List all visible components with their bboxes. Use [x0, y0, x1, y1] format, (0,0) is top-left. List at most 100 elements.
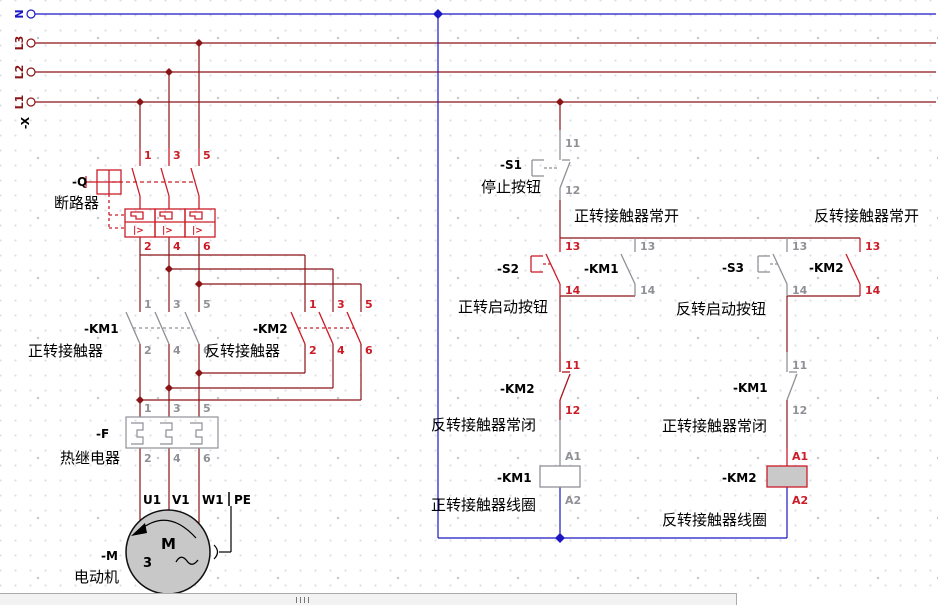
km2-nc-contact[interactable]: [559, 352, 571, 420]
contact-blade: [545, 253, 561, 285]
circuit-breaker-q[interactable]: [85, 148, 216, 238]
pushbutton-actuator-icon: [531, 159, 557, 177]
terminal-v1: V1: [172, 493, 190, 507]
km2-coil-texts: A1 A2 -KM2 反转接触器线圈: [662, 450, 808, 529]
terminal-number: 4: [173, 452, 181, 465]
terminal-number: 12: [565, 184, 580, 197]
motor-m[interactable]: M 3: [125, 492, 232, 593]
contact-blade: [154, 311, 170, 345]
km2-nc-texts: 11 12 -KM2 反转接触器常闭: [431, 359, 580, 434]
motor-letter: M: [161, 535, 176, 553]
terminal-number: 12: [565, 404, 580, 417]
ac-sine-icon: [175, 556, 199, 565]
km1-main-contacts[interactable]: [125, 311, 200, 345]
terminal-number: 5: [365, 298, 373, 311]
coil-caption: 正转接触器线圈: [431, 496, 536, 514]
terminal-number: 1: [144, 298, 152, 311]
device-name: 正转接触器: [28, 342, 103, 360]
terminal-number: 11: [565, 137, 580, 150]
km1-no-texts: 13 14 -KM1: [584, 240, 656, 297]
terminal-number: 14: [565, 284, 581, 297]
contact-blade: [559, 373, 571, 401]
coil-caption: 反转接触器线圈: [662, 511, 767, 529]
km1-no-caption: 正转接触器常开: [574, 207, 679, 225]
km2-no-contact[interactable]: [845, 238, 861, 296]
km1-nc-contact[interactable]: [786, 352, 798, 401]
contact-blade: [559, 161, 571, 189]
trip-symbol: |>: [133, 226, 144, 236]
km1-main-texts: 1 3 5 2 4 6 -KM1 正转接触器: [28, 298, 211, 360]
km1-coil[interactable]: [539, 420, 581, 488]
thermal-relay-f[interactable]: [125, 416, 219, 449]
terminal-number: 2: [144, 240, 152, 253]
fwd-start-button-s2[interactable]: [530, 238, 561, 296]
km1-no-contact[interactable]: [620, 238, 636, 296]
terminal-number: 6: [203, 344, 211, 357]
terminal-number: 5: [203, 402, 211, 415]
km2-coil[interactable]: [766, 448, 808, 488]
junction-dots: [136, 9, 565, 543]
rail-labels: N L3 L2 L1 -X: [13, 9, 32, 129]
terminal-number: 6: [203, 240, 211, 253]
device-ref: -KM1: [84, 322, 119, 336]
rail-terminal-l3[interactable]: [26, 38, 36, 48]
terminal-number: 3: [173, 149, 181, 162]
terminal-strip-label: -X: [19, 116, 32, 129]
terminal-w1: W1: [202, 493, 224, 507]
stop-button-s1[interactable]: [531, 130, 571, 200]
km1-nc-texts: 11 12 -KM1 正转接触器常闭: [662, 359, 807, 435]
device-name: 电动机: [74, 568, 119, 586]
device-ref: -F: [96, 427, 109, 441]
contact-caption: 反转接触器常闭: [431, 416, 536, 434]
terminal-number: 5: [203, 149, 211, 162]
device-ref: -KM1: [497, 471, 532, 485]
terminal-number: 13: [565, 240, 580, 253]
device-ref: -Q: [72, 175, 87, 189]
device-name: 断路器: [54, 194, 99, 212]
pushbutton-actuator-icon: [530, 255, 553, 273]
terminal-number: 2: [144, 452, 152, 465]
device-ref: -S1: [500, 158, 522, 172]
device-ref: -S3: [722, 261, 744, 275]
s3-texts: 13 14 -S3 反转启动按钮: [676, 240, 808, 318]
horizontal-scrollbar[interactable]: [0, 593, 737, 605]
terminal-number: A1: [792, 450, 808, 463]
control-wiring[interactable]: [559, 102, 860, 448]
terminal-number: 13: [640, 240, 655, 253]
device-ref: -M: [101, 549, 118, 563]
terminal-number: 14: [640, 284, 656, 297]
breaker-actuator-icon: [85, 169, 125, 229]
km1-coil-texts: A1 A2 -KM1 正转接触器线圈: [431, 450, 581, 514]
breaker-texts: 1 3 5 2 4 6 |> |> |> -Q 断路器: [54, 149, 211, 253]
terminal-u1: U1: [143, 493, 161, 507]
rail-terminal-n[interactable]: [26, 9, 36, 19]
device-ref: -KM2: [809, 261, 844, 275]
rail-label-l2: L2: [13, 65, 26, 80]
terminal-number: 3: [173, 402, 181, 415]
terminal-number: 12: [792, 404, 807, 417]
terminal-number: 13: [792, 240, 807, 253]
device-name: 正转启动按钮: [458, 298, 548, 316]
terminal-number: 1: [309, 298, 317, 311]
km2-main-contacts[interactable]: [290, 311, 362, 345]
terminal-number: A1: [565, 450, 581, 463]
coil-box: [766, 465, 808, 488]
rail-terminal-l1[interactable]: [26, 97, 36, 107]
s1-texts: 11 12 -S1 停止按钮: [481, 137, 580, 197]
power-rails[interactable]: [26, 9, 936, 107]
terminal-number: 14: [865, 284, 881, 297]
rail-terminal-l2[interactable]: [26, 67, 36, 77]
device-name: 停止按钮: [481, 178, 541, 196]
terminal-number: 11: [792, 359, 807, 372]
scrollbar-grip-icon[interactable]: [296, 597, 310, 603]
contact-blade: [772, 253, 788, 285]
power-wiring[interactable]: [139, 43, 362, 526]
rev-start-button-s3[interactable]: [757, 238, 788, 296]
device-ref: -KM1: [733, 381, 768, 395]
neutral-wiring[interactable]: [437, 14, 788, 539]
device-ref: -KM2: [253, 322, 288, 336]
motor-texts: U1 V1 W1 PE -M 电动机: [74, 493, 251, 586]
